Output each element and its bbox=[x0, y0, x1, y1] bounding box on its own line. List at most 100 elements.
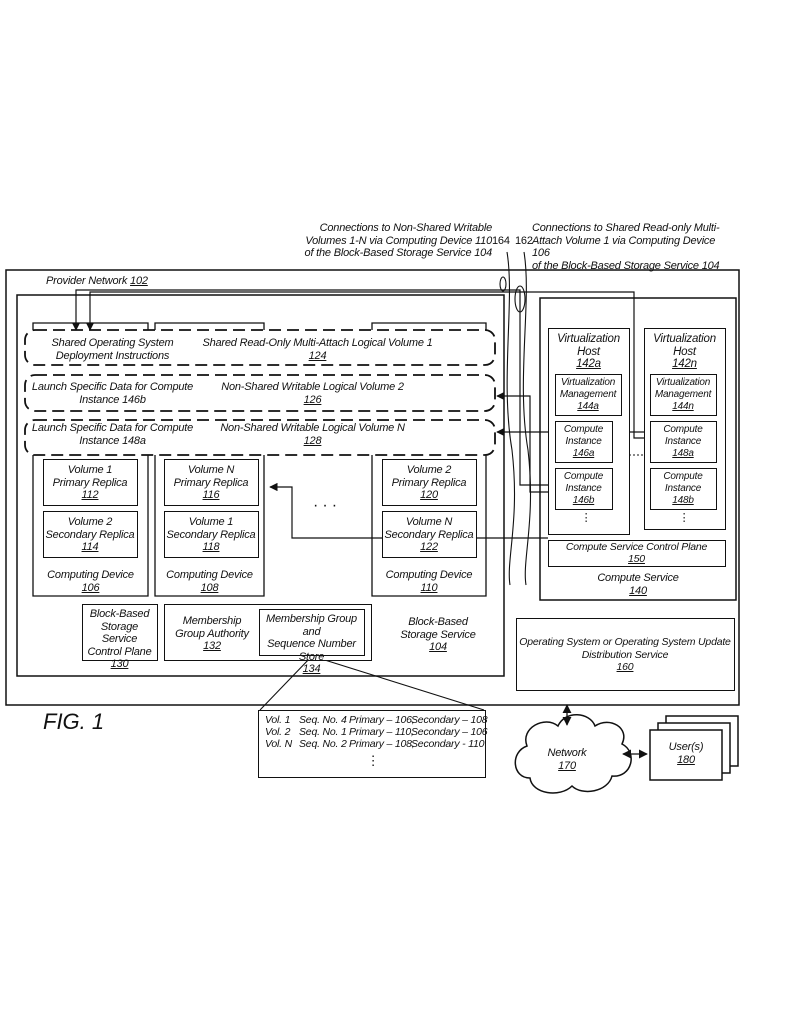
shared-connections-note: Connections to Shared Read-only Multi- A… bbox=[532, 222, 732, 272]
figure-label: FIG. 1 bbox=[43, 709, 105, 734]
volume-n-left-line-2: Instance 148a bbox=[79, 434, 146, 447]
replica-122-ref: 122 bbox=[420, 541, 438, 553]
mgmt-144n-line-2: Management bbox=[654, 389, 712, 400]
replica-116-line-1: Volume N bbox=[187, 464, 235, 476]
non-shared-line-1: Connections to Non-Shared Writable bbox=[319, 222, 493, 234]
non-shared-line-3: of the Block-Based Storage Service 104 bbox=[304, 247, 493, 259]
replica-120-ref: 120 bbox=[420, 489, 438, 501]
volume-n-left-line-1: Launch Specific Data for Compute bbox=[31, 422, 194, 434]
ref-164: 164 bbox=[492, 235, 510, 247]
shared-line-2: Attach Volume 1 via Computing Device 106 bbox=[532, 234, 716, 260]
compute-control-plane-150: Compute Service Control Plane 150 bbox=[548, 540, 726, 567]
compute-service-ref: 140 bbox=[629, 584, 647, 597]
volume-1-ref: 124 bbox=[308, 349, 327, 362]
sequence-cell-seq: Seq. No. 2 bbox=[299, 738, 347, 750]
host-142a-line-2: Host bbox=[577, 345, 600, 358]
instance-146b-line-2: Instance bbox=[565, 483, 602, 494]
control-plane-line-3: Control Plane bbox=[87, 645, 152, 658]
replica-114-line-1: Volume 2 bbox=[67, 516, 113, 528]
sequence-cell-primary: Primary – 106, bbox=[349, 714, 415, 726]
replica-122-line-2: Secondary Replica bbox=[384, 528, 474, 541]
device-ellipsis: · · · bbox=[313, 497, 337, 514]
control-plane-ref: 130 bbox=[110, 658, 129, 670]
replica-box-116: Volume N Primary Replica 116 bbox=[164, 459, 259, 506]
users-text: User(s) bbox=[668, 741, 704, 753]
block-storage-ref: 104 bbox=[429, 641, 447, 653]
os-distribution-line-2: Distribution Service bbox=[581, 648, 669, 661]
sequence-cell-vol: Vol. 1 bbox=[265, 714, 291, 726]
instance-146a-ref: 146a bbox=[572, 448, 595, 459]
os-distribution-service-160: Operating System or Operating System Upd… bbox=[516, 618, 735, 691]
compute-instance-148a: Compute Instance 148a bbox=[650, 421, 717, 463]
non-shared-line-2: Volumes 1-N via Computing Device 110 bbox=[305, 234, 492, 247]
replica-112-line-1: Volume 1 bbox=[67, 464, 113, 476]
provider-network-text: Provider Network bbox=[46, 275, 128, 287]
replica-116-ref: 116 bbox=[202, 489, 220, 501]
volume-band-2-title: Non-Shared Writable Logical Volume 2 126 bbox=[200, 381, 425, 406]
computing-device-110-label: Computing Device 110 bbox=[372, 569, 486, 594]
instance-146a-line-1: Compute bbox=[563, 424, 604, 435]
volume-1-title: Shared Read-Only Multi-Attach Logical Vo… bbox=[202, 337, 433, 349]
block-storage-line-1: Block-Based bbox=[408, 616, 468, 628]
volume-band-1-title: Shared Read-Only Multi-Attach Logical Vo… bbox=[195, 337, 440, 362]
volume-n-title: Non-Shared Writable Logical Volume N bbox=[220, 422, 405, 434]
replica-box-114: Volume 2 Secondary Replica 114 bbox=[43, 511, 138, 558]
sequence-table-more: ⋮ bbox=[366, 753, 380, 768]
compute-control-plane-ref: 150 bbox=[628, 553, 645, 565]
computing-device-108-ref: 108 bbox=[200, 581, 219, 594]
control-plane-line-1: Block-Based bbox=[89, 608, 150, 620]
volume-2-left-line-2: Instance 146b bbox=[79, 393, 146, 406]
replica-120-line-2: Primary Replica bbox=[391, 476, 467, 489]
instance-148b-line-2: Instance bbox=[664, 483, 702, 494]
os-distribution-ref: 160 bbox=[616, 661, 634, 673]
compute-control-plane-text: Compute Service Control Plane bbox=[565, 541, 708, 553]
host-142n-ref: 142n bbox=[672, 358, 697, 370]
instance-148b-ref: 148b bbox=[672, 495, 694, 506]
membership-authority-line-2: Group Authority bbox=[175, 627, 249, 640]
membership-authority-line-1: Membership bbox=[182, 615, 242, 627]
volume-1-left-line-2: Deployment Instructions bbox=[55, 349, 170, 362]
volume-band-2-left: Launch Specific Data for Compute Instanc… bbox=[30, 381, 195, 406]
replica-114-ref: 114 bbox=[81, 541, 99, 553]
sequence-cell-primary: Primary – 110, bbox=[349, 726, 414, 738]
sequence-cell-primary: Primary – 108, bbox=[349, 738, 415, 750]
mgmt-144n-line-1: Virtualization bbox=[655, 377, 711, 388]
replica-122-line-1: Volume N bbox=[405, 516, 453, 528]
computing-device-106-label: Computing Device 106 bbox=[33, 569, 148, 594]
block-storage-label: Block-Based Storage Service 104 bbox=[392, 616, 484, 654]
replica-118-line-1: Volume 1 bbox=[188, 516, 234, 528]
compute-instance-148b: Compute Instance 148b bbox=[650, 468, 717, 510]
membership-store-ref: 134 bbox=[302, 663, 321, 675]
virtualization-management-144n: Virtualization Management 144n bbox=[650, 374, 717, 416]
mgmt-144n-ref: 144n bbox=[672, 401, 694, 412]
instance-146b-ref: 146b bbox=[572, 495, 595, 506]
shared-line-3: of the Block-Based Storage Service 104 bbox=[532, 259, 720, 272]
non-shared-connections-note: Connections to Non-Shared Writable Volum… bbox=[296, 222, 493, 260]
computing-device-106-ref: 106 bbox=[81, 581, 100, 594]
replica-box-120: Volume 2 Primary Replica 120 bbox=[382, 459, 477, 506]
compute-service-text: Compute Service bbox=[597, 572, 679, 584]
volume-band-n-left: Launch Specific Data for Compute Instanc… bbox=[30, 422, 195, 447]
volume-2-title: Non-Shared Writable Logical Volume 2 bbox=[221, 381, 404, 393]
mgmt-144a-line-2: Management bbox=[559, 389, 617, 400]
network-label: Network 170 bbox=[538, 747, 596, 772]
replica-116-line-2: Primary Replica bbox=[173, 476, 249, 489]
membership-store-line-1: Membership Group and bbox=[266, 613, 357, 638]
mgmt-144a-line-1: Virtualization bbox=[560, 377, 616, 388]
sequence-cell-secondary: Secondary – 106 bbox=[411, 726, 488, 738]
replica-112-ref: 112 bbox=[81, 489, 99, 501]
replica-114-line-2: Secondary Replica bbox=[45, 528, 135, 541]
replica-118-ref: 118 bbox=[202, 541, 220, 553]
instance-148a-line-2: Instance bbox=[664, 436, 702, 447]
instance-148b-line-1: Compute bbox=[663, 471, 703, 482]
users-label: User(s) 180 bbox=[650, 741, 722, 766]
sequence-cell-vol: Vol. N bbox=[265, 738, 293, 750]
instance-148a-line-1: Compute bbox=[663, 424, 703, 435]
membership-store-box: Membership Group and Sequence Number Sto… bbox=[259, 609, 365, 675]
computing-device-108-text: Computing Device bbox=[166, 569, 253, 581]
network-ref: 170 bbox=[558, 759, 576, 772]
replica-118-line-2: Secondary Replica bbox=[166, 528, 256, 541]
instance-146a-line-2: Instance bbox=[565, 436, 602, 447]
block-storage-line-2: Storage Service bbox=[400, 628, 476, 641]
